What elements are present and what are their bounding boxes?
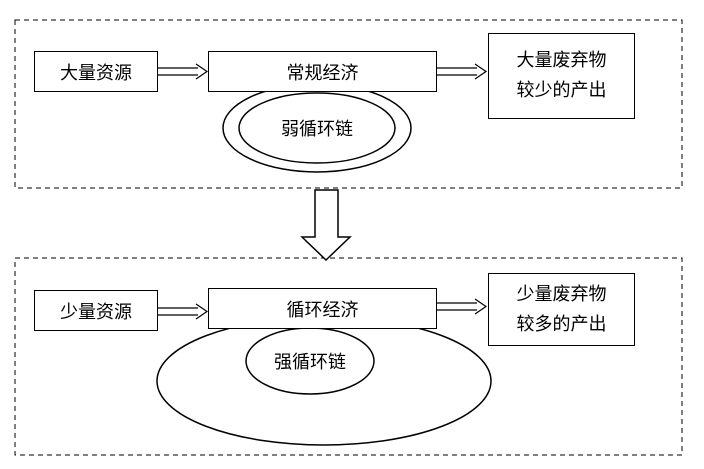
bottom-process-box: 循环经济 [208, 288, 437, 329]
top-output-box: 大量废弃物 较少的产出 [488, 33, 635, 119]
double-line-arrow-icon [437, 63, 488, 80]
top-process-box: 常规经济 [208, 51, 437, 92]
double-line-arrow-icon [158, 63, 209, 80]
bottom-cycle-label: 强循环链 [274, 352, 346, 373]
double-line-arrow-icon [158, 303, 209, 320]
bottom-dashed-frame [14, 257, 683, 456]
hollow-down-arrow-icon [300, 189, 352, 262]
double-line-arrow-icon [437, 298, 488, 315]
top-output-line1: 大量废弃物 [516, 50, 607, 71]
top-input-box: 大量资源 [34, 51, 158, 92]
bottom-input-box: 少量资源 [34, 290, 158, 331]
top-output-line2: 较少的产出 [516, 80, 607, 101]
top-inner-ring [238, 92, 396, 164]
bottom-output-line1: 少量废弃物 [516, 283, 607, 305]
top-cycle-label: 弱循环链 [281, 119, 353, 140]
bottom-output-line2: 较多的产出 [516, 313, 607, 335]
top-dashed-frame [14, 19, 683, 189]
bottom-output-box: 少量废弃物 较多的产出 [488, 273, 635, 346]
